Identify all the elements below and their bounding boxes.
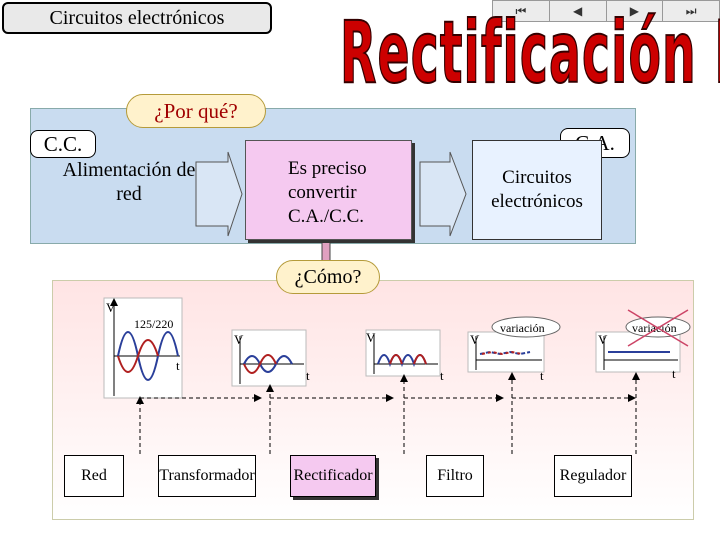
variation-label: variación	[500, 321, 545, 335]
how-bubble: ¿Cómo?	[276, 260, 380, 294]
prev-icon: ◀	[573, 4, 583, 18]
graph-rectifier	[365, 329, 441, 377]
axis-v-label: V	[366, 330, 376, 345]
next-icon: ▶	[629, 4, 639, 18]
graph-regulator	[595, 331, 681, 373]
last-slide-button[interactable]: ⏭	[663, 1, 719, 21]
cross-out-icon	[627, 309, 689, 347]
graph-transformer	[231, 329, 307, 387]
first-icon: ⏮	[515, 3, 527, 18]
variation-label: variación	[632, 321, 677, 335]
stage-filter: Filtro	[426, 455, 484, 497]
axis-t-label: t	[540, 368, 544, 383]
axis-v-label: V	[234, 332, 244, 347]
axis-t-label: t	[440, 368, 444, 383]
axis-v-label: V	[470, 332, 480, 347]
red-voltage-label: 125/220	[134, 317, 173, 331]
axis-t-label: t	[672, 366, 676, 381]
last-icon: ⏭	[685, 3, 697, 18]
first-slide-button[interactable]: ⏮	[493, 1, 550, 21]
slide-heading: Rectificación I	[339, 3, 720, 103]
stage-regulator: Regulador	[554, 455, 632, 497]
previous-slide-button[interactable]: ◀	[550, 1, 607, 21]
power-supply-text: Alimentación de red	[62, 159, 196, 205]
page-title: Circuitos electrónicos	[2, 2, 272, 34]
stage-rectifier: Rectificador	[290, 455, 376, 497]
conversion-box: Es preciso convertir C.A./C.C.	[245, 140, 412, 240]
axis-t-label: t	[306, 368, 310, 383]
next-slide-button[interactable]: ▶	[607, 1, 664, 21]
dc-label: C.C.	[30, 130, 96, 158]
graph-red	[103, 297, 183, 399]
axis-v-label: V	[598, 332, 608, 347]
axis-t-label: t	[176, 358, 180, 373]
slide-navigation: ⏮ ◀ ▶ ⏭	[492, 0, 720, 22]
axis-v-label: V	[106, 300, 116, 315]
stage-red: Red	[64, 455, 124, 497]
arrow-right-icon	[419, 151, 467, 237]
why-bubble: ¿Por qué?	[126, 94, 266, 128]
arrow-right-icon	[195, 151, 243, 237]
stage-transformer: Transformador	[158, 455, 256, 497]
electronic-circuits-box: Circuitos electrónicos	[472, 140, 602, 240]
graph-filter	[467, 331, 545, 373]
